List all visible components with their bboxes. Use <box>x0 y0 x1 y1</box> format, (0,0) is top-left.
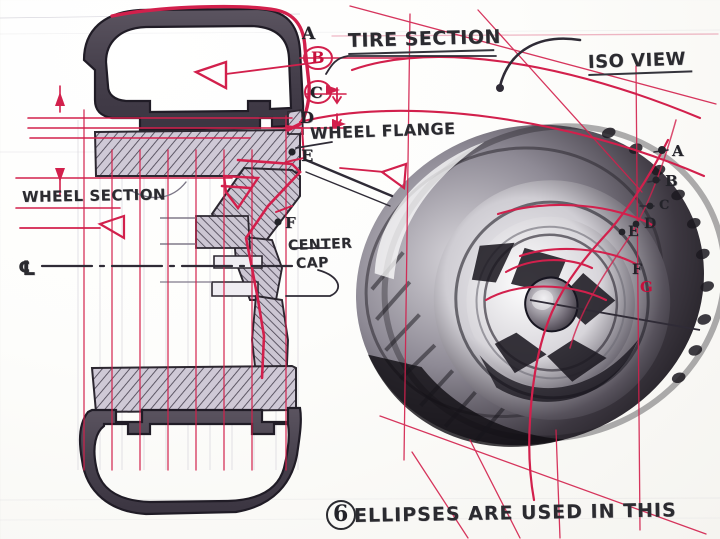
label-wheel-section: WHEEL SECTION <box>21 185 167 206</box>
iso-callout-a: A <box>672 142 684 160</box>
centerline-symbol: ℄ <box>18 256 37 280</box>
iso-red-ellipses <box>298 56 706 302</box>
section-callout-e: E <box>301 146 314 165</box>
ellipse-note-circle <box>326 500 356 530</box>
red-circle-c <box>304 80 332 104</box>
iso-axle-line <box>529 299 701 331</box>
red-view-arrow-wheel-section <box>19 214 126 240</box>
leader-e-to-iso-2 <box>305 171 391 207</box>
red-view-arrow-upper <box>192 60 321 90</box>
section-callout-c: C <box>310 83 323 102</box>
label-iso-view: ISO VIEW <box>587 48 693 76</box>
iso-callout-g: G <box>640 278 653 296</box>
tread-blocks <box>601 127 714 384</box>
iso-red-meridian <box>528 138 670 502</box>
hub-shadow <box>479 339 639 402</box>
rim-arc-leader <box>129 181 187 199</box>
dot-iso-a <box>658 146 666 154</box>
leader-wheel-flange <box>295 141 333 149</box>
dot-iso-d <box>632 220 640 228</box>
section-callout-f: F <box>285 214 296 232</box>
label-tire-section: TIRE SECTION <box>347 26 501 55</box>
iso-callout-c: C <box>659 198 670 213</box>
red-projection-lines <box>331 5 719 539</box>
leader-center-cap <box>285 247 340 297</box>
red-flange-trace <box>285 125 306 163</box>
leader-iso-view-dot <box>496 84 504 92</box>
wheel-rim-lower-hatched <box>90 364 297 414</box>
iso-callout-e: E <box>628 224 639 240</box>
red-hub-mark <box>275 205 293 213</box>
leader-iso-view <box>498 37 582 88</box>
red-disc-trace-3 <box>220 184 252 190</box>
label-center-cap-line1: CENTER <box>287 235 353 254</box>
section-callout-a: A <box>302 24 316 44</box>
red-disc-trace <box>236 158 302 380</box>
red-circle-b <box>303 46 333 70</box>
leader-e-to-iso <box>304 158 394 198</box>
label-center-cap-line2: CAP <box>295 254 330 272</box>
red-vertical-construction <box>83 109 287 471</box>
iso-red-meridian-2 <box>569 119 677 349</box>
tire-highlight <box>374 141 485 280</box>
dot-section-e <box>288 148 296 156</box>
red-arrow-to-iso-tread <box>339 162 408 191</box>
iso-callout-d: D <box>644 216 657 232</box>
iso-callout-f: F <box>632 262 642 278</box>
red-tick-c <box>332 87 342 105</box>
dot-section-f <box>274 218 282 226</box>
wheel-center-cap-highlight <box>531 289 554 311</box>
iso-callout-b: B <box>665 172 678 190</box>
ellipse-note-number: 6 <box>333 501 349 527</box>
section-callout-b: B <box>311 48 325 67</box>
dot-iso-b <box>652 176 660 184</box>
leader-tire-section <box>325 55 497 75</box>
tire-shoulder-shadow <box>368 354 565 447</box>
red-tick-d <box>332 113 342 128</box>
red-profile-upper <box>110 4 311 132</box>
section-callout-d: D <box>300 108 314 127</box>
dot-iso-e <box>618 228 626 236</box>
dot-iso-c <box>646 202 654 210</box>
